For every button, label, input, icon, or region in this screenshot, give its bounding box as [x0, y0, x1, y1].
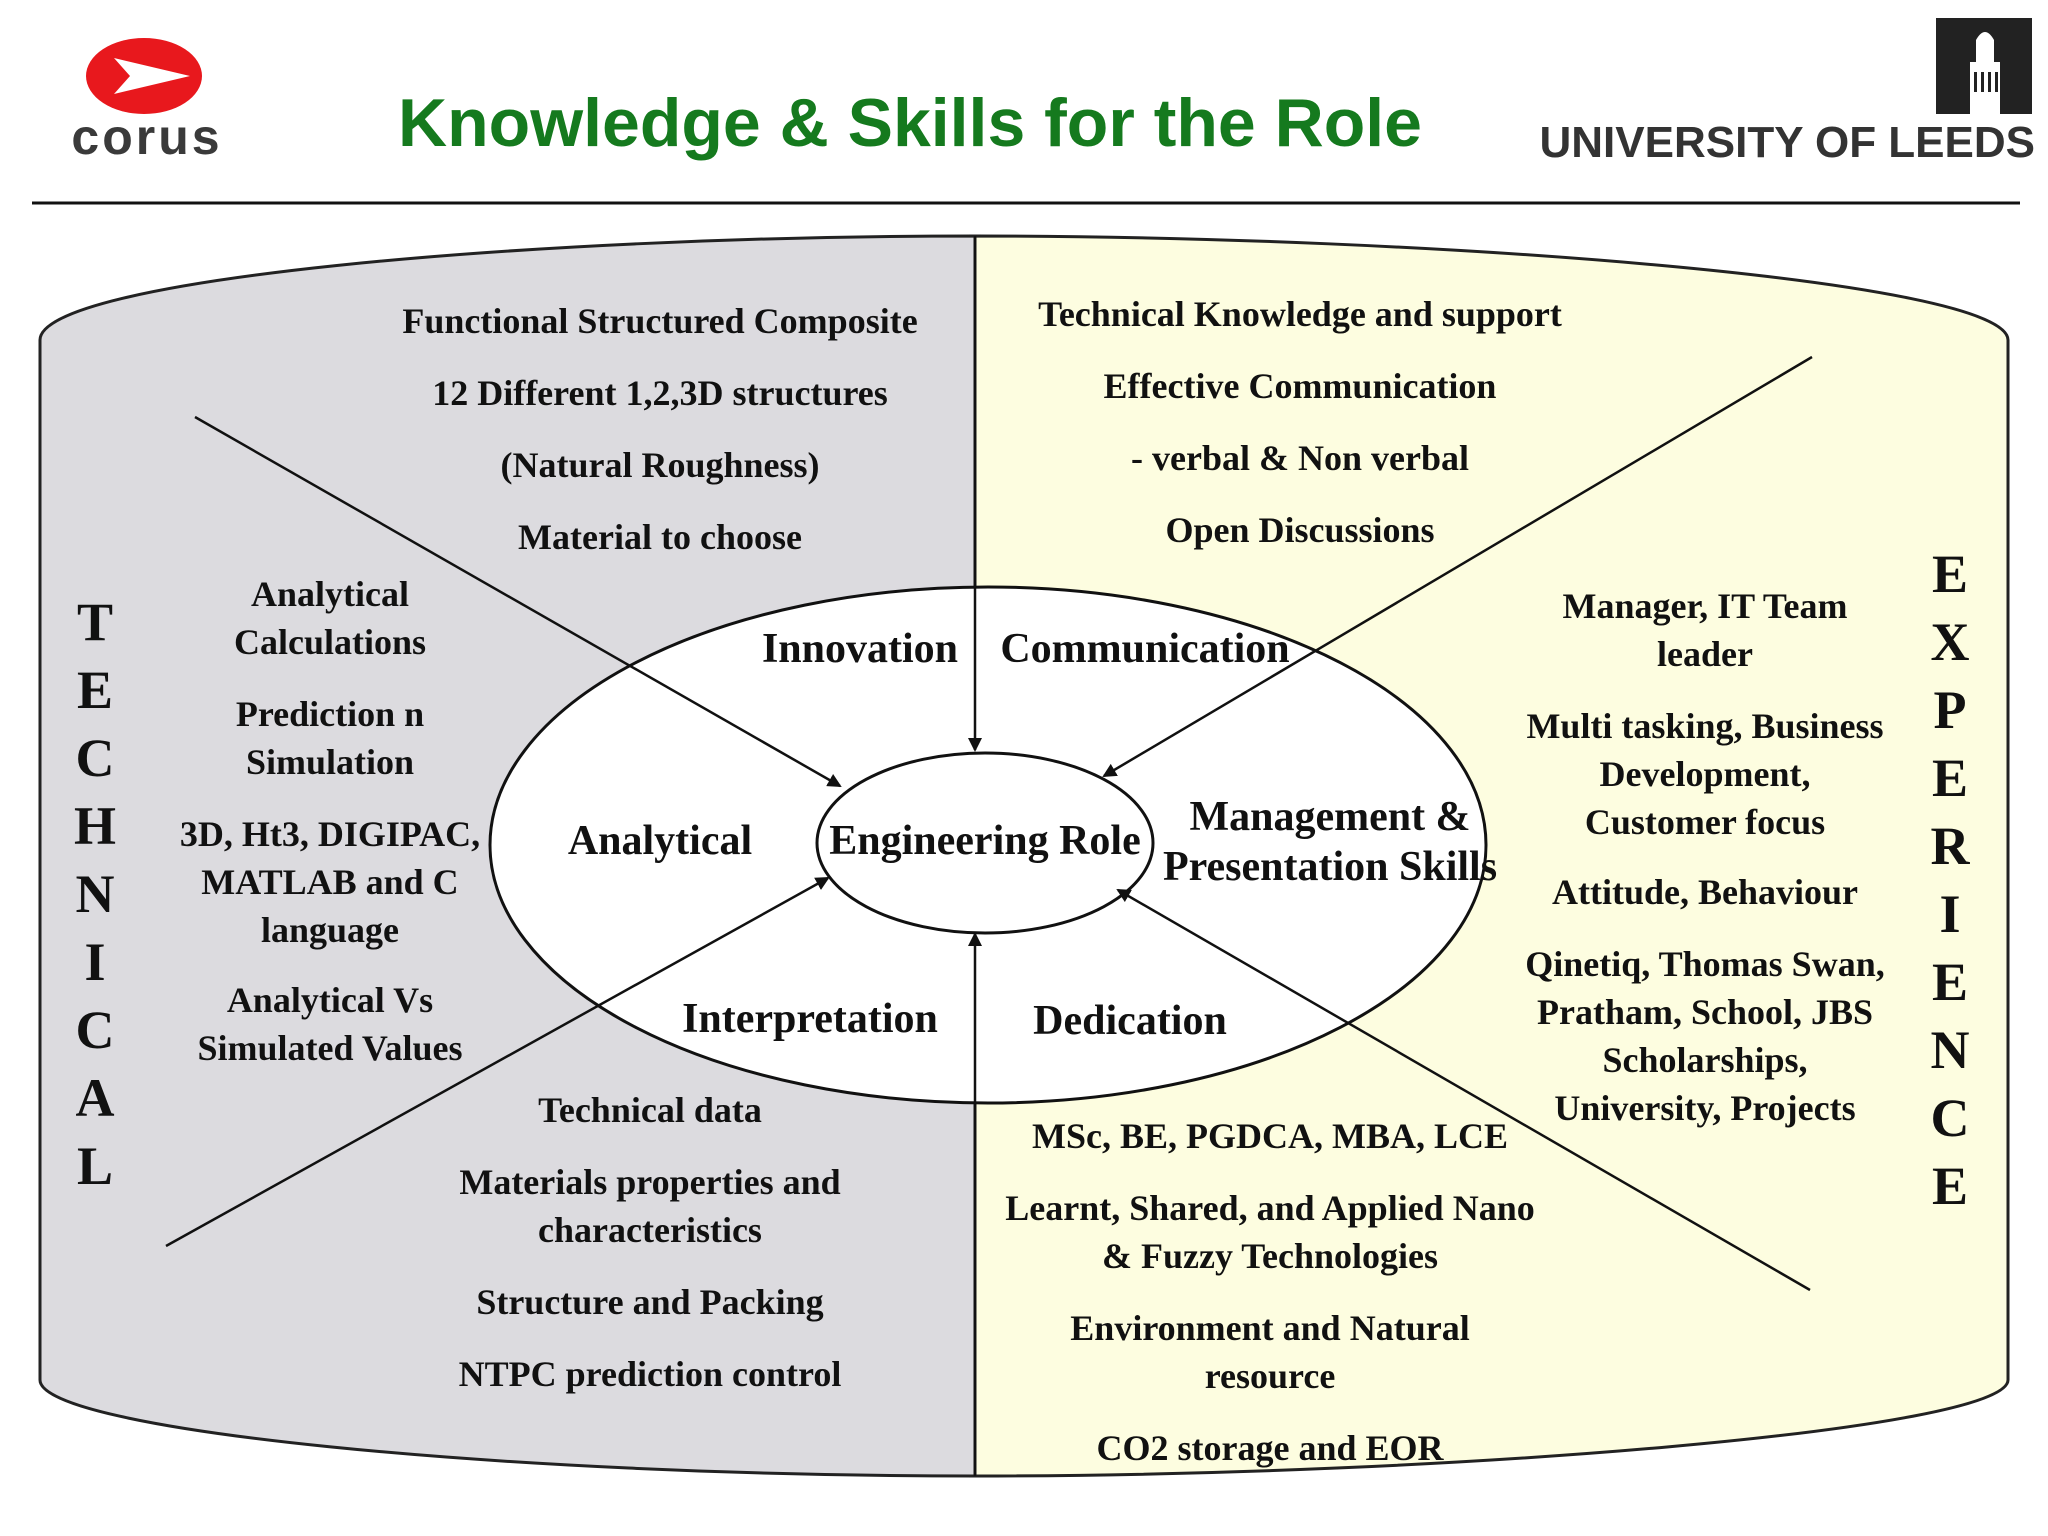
text-line: Multi tasking, Business	[1526, 706, 1884, 746]
text-line: 3D, Ht3, DIGIPAC,	[179, 814, 481, 854]
text-line: leader	[1657, 634, 1753, 674]
text-line: Manager, IT Team	[1562, 586, 1848, 626]
experience-letter: I	[1939, 884, 1961, 944]
right-column-item: Qinetiq, Thomas Swan, Pratham, School, J…	[1490, 940, 1920, 1132]
text-line: Analytical Vs	[226, 980, 434, 1020]
text-line: Material to choose	[518, 517, 802, 557]
technical-letter: H	[73, 796, 116, 856]
experience-letter: E	[1931, 952, 1969, 1012]
text-line: Simulation	[245, 742, 415, 782]
text-line: MATLAB and C	[201, 862, 459, 902]
core-label-engineering-role: Engineering Role	[829, 818, 1141, 864]
text-line: & Fuzzy Technologies	[1101, 1236, 1438, 1276]
experience-letter: N	[1930, 1020, 1970, 1080]
technical-letter: E	[76, 660, 114, 720]
experience-vertical-label: E X P E R I E N C E	[1920, 540, 1980, 1220]
bottom-right-item: MSc, BE, PGDCA, MBA, LCE	[960, 1112, 1580, 1160]
text-line: Structure and Packing	[476, 1282, 824, 1322]
experience-letter: X	[1930, 612, 1970, 672]
technical-letter: L	[76, 1136, 114, 1196]
technical-letter: I	[84, 932, 106, 992]
left-column-item: Analytical Calculations	[140, 570, 520, 666]
top-right-block: Technical Knowledge and support Effectiv…	[1000, 278, 1600, 566]
text-line: Management &	[1189, 794, 1471, 840]
text-line: Prediction n	[235, 694, 425, 734]
bottom-right-item: CO2 storage and EOR	[960, 1424, 1580, 1472]
technical-letter: A	[75, 1068, 115, 1128]
text-line: Technical data	[538, 1090, 762, 1130]
text-line: (Natural Roughness)	[500, 445, 820, 485]
text-line: Pratham, School, JBS	[1536, 992, 1874, 1032]
top-left-block: Functional Structured Composite 12 Diffe…	[340, 285, 980, 573]
innovation-label: Innovation	[761, 626, 959, 672]
arrow-bottom-right	[1116, 888, 1811, 1292]
text-line: Presentation Skills	[1162, 844, 1498, 890]
technical-letter: T	[76, 592, 114, 652]
text-line: 12 Different 1,2,3D structures	[432, 373, 888, 413]
right-column-item: Attitude, Behaviour	[1490, 868, 1920, 916]
text-line: Environment and Natural	[1070, 1308, 1470, 1348]
text-line: Functional Structured Composite	[402, 301, 918, 341]
bottom-right-item: Learnt, Shared, and Applied Nano & Fuzzy…	[960, 1184, 1580, 1280]
technical-letter: C	[75, 1000, 115, 1060]
experience-letter: P	[1933, 680, 1967, 740]
text-line: language	[260, 910, 400, 950]
corus-logo	[86, 38, 202, 114]
experience-letter: C	[1930, 1088, 1970, 1148]
right-column-item: Multi tasking, Business Development, Cus…	[1490, 702, 1920, 846]
text-line: characteristics	[538, 1210, 762, 1250]
interpretation-label: Interpretation	[682, 996, 938, 1042]
text-line: Qinetiq, Thomas Swan,	[1525, 944, 1885, 984]
left-column-item: Prediction n Simulation	[140, 690, 520, 786]
text-line: Analytical	[251, 574, 409, 614]
text-line: CO2 storage and EOR	[1096, 1428, 1444, 1468]
text-line: MSc, BE, PGDCA, MBA, LCE	[1032, 1116, 1508, 1156]
bottom-left-item: Materials properties and characteristics	[400, 1158, 900, 1254]
bottom-right-item: Environment and Natural resource	[960, 1304, 1580, 1400]
dedication-label: Dedication	[1033, 998, 1227, 1044]
left-column-item: 3D, Ht3, DIGIPAC, MATLAB and C language	[140, 810, 520, 954]
text-line: Effective Communication	[1103, 366, 1497, 406]
bottom-left-item: Structure and Packing	[400, 1278, 900, 1326]
text-line: Materials properties and	[459, 1162, 841, 1202]
text-line: Technical Knowledge and support	[1038, 294, 1562, 334]
bottom-left-item: Technical data	[400, 1086, 900, 1134]
experience-letter: R	[1930, 816, 1970, 876]
text-line: Calculations	[233, 622, 427, 662]
slide-title: Knowledge & Skills for the Role	[398, 85, 1422, 161]
experience-panel	[973, 234, 2010, 1478]
right-column-item: Manager, IT Team leader	[1490, 582, 1920, 678]
text-line: Open Discussions	[1165, 510, 1435, 550]
analytical-label: Analytical	[567, 818, 753, 864]
text-line: Scholarships,	[1602, 1040, 1808, 1080]
corus-wordmark: corus	[71, 109, 223, 165]
technical-letter: C	[75, 728, 115, 788]
experience-letter: E	[1931, 748, 1969, 808]
leeds-wordmark: UNIVERSITY OF LEEDS	[1539, 118, 2036, 167]
bottom-left-item: NTPC prediction control	[400, 1350, 900, 1398]
arrow-bottom-left	[165, 876, 830, 1248]
technical-letter: N	[75, 864, 115, 924]
text-line: NTPC prediction control	[458, 1354, 842, 1394]
text-line: - verbal & Non verbal	[1131, 438, 1469, 478]
text-line: University, Projects	[1554, 1088, 1856, 1128]
arrow-top-left	[194, 415, 842, 788]
text-line: resource	[1204, 1356, 1336, 1396]
leeds-crest-icon	[1936, 18, 2032, 114]
experience-letter: E	[1931, 544, 1969, 604]
text-line: Simulated Values	[197, 1028, 463, 1068]
inner-ellipse	[815, 751, 1155, 935]
arrow-top-right	[1102, 355, 1813, 778]
experience-letter: E	[1931, 1156, 1969, 1216]
left-column-item: Analytical Vs Simulated Values	[140, 976, 520, 1072]
communication-label: Communication	[1000, 626, 1290, 672]
technical-vertical-label: T E C H N I C A L	[65, 588, 125, 1200]
text-line: Customer focus	[1584, 802, 1826, 842]
management-label: Management & Presentation Skills	[1140, 792, 1520, 892]
text-line: Learnt, Shared, and Applied Nano	[1005, 1188, 1535, 1228]
text-line: Development,	[1599, 754, 1811, 794]
text-line: Attitude, Behaviour	[1552, 872, 1858, 912]
